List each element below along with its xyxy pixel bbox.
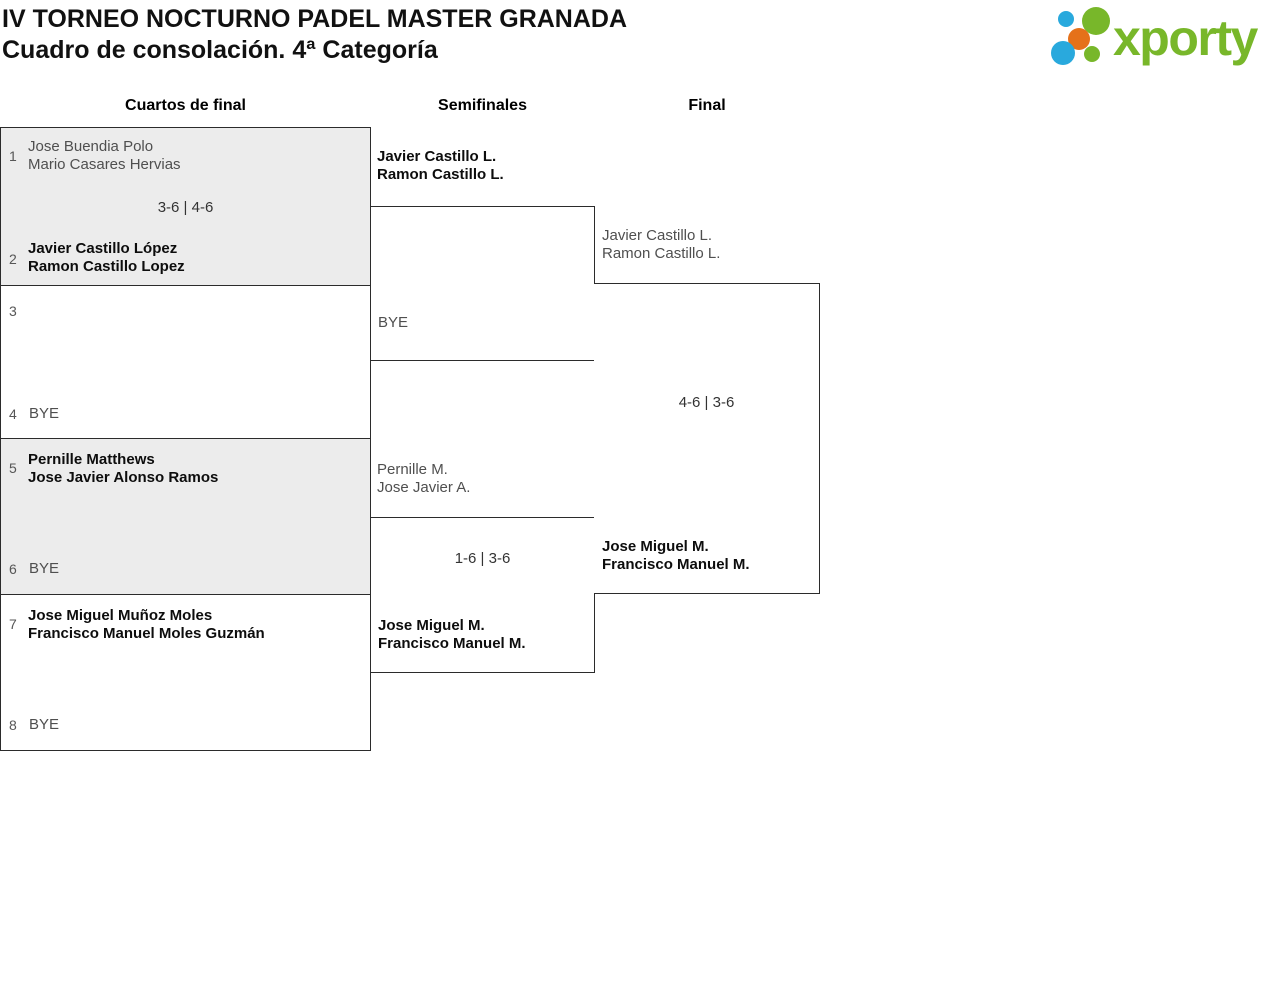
player-name: Javier Castillo López (28, 240, 178, 257)
match-final[interactable]: 4-6 | 3-6 Jose Miguel M. Francisco Manue… (594, 283, 820, 594)
team-pair-winner: Jose Miguel M. Francisco Manuel M. (378, 617, 526, 653)
player-name: Ramon Castillo L. (377, 166, 504, 183)
player-name: Jose Miguel Muñoz Moles (28, 607, 213, 624)
match-score: 4-6 | 3-6 (678, 394, 735, 411)
tournament-name: IV TORNEO NOCTURNO PADEL MASTER GRANADA (2, 5, 628, 33)
match-score: 1-6 | 3-6 (454, 550, 511, 567)
player-name: Ramon Castillo Lopez (28, 258, 185, 275)
player-name: Francisco Manuel M. (378, 635, 526, 652)
semifinal-1-top-team: Javier Castillo L. Ramon Castillo L. (377, 148, 504, 184)
seed-number-6: 6 (9, 561, 17, 577)
player-name: Javier Castillo L. (377, 148, 497, 165)
bye-label: BYE (378, 314, 409, 331)
round-header-semifinals: Semifinales (438, 97, 527, 114)
team-pair-loser: Jose Buendia Polo Mario Casares Hervias (28, 138, 181, 174)
team-pair-winner: Jose Miguel Muñoz Moles Francisco Manuel… (28, 607, 265, 643)
match-quarterfinal-4[interactable]: 7 Jose Miguel Muñoz Moles Francisco Manu… (0, 594, 371, 751)
player-name: Javier Castillo L. (602, 227, 713, 244)
seed-number-1: 1 (9, 148, 17, 164)
player-name: Francisco Manuel M. (602, 556, 750, 573)
match-quarterfinal-1[interactable]: 1 Jose Buendia Polo Mario Casares Hervia… (0, 127, 371, 286)
match-quarterfinal-2[interactable]: 3 4 BYE (0, 285, 371, 439)
xporty-logo-text: xporty (1113, 10, 1258, 66)
player-name: Mario Casares Hervias (28, 156, 181, 173)
seed-number-3: 3 (9, 303, 17, 319)
seed-number-8: 8 (9, 717, 17, 733)
final-top-team: Javier Castillo L. Ramon Castillo L. (602, 227, 720, 263)
round-header-quarterfinals: Cuartos de final (125, 97, 246, 114)
logo-dot-blue-large-icon (1051, 41, 1075, 65)
player-name: Pernille M. (377, 461, 448, 478)
player-name: Francisco Manuel Moles Guzmán (28, 625, 265, 642)
team-pair-winner: Jose Miguel M. Francisco Manuel M. (602, 538, 750, 574)
match-semifinal-2[interactable]: 1-6 | 3-6 Jose Miguel M. Francisco Manue… (370, 517, 595, 673)
page-title: IV TORNEO NOCTURNO PADEL MASTER GRANADA … (2, 4, 627, 66)
player-name: Jose Miguel M. (602, 538, 709, 555)
bye-label: BYE (29, 560, 60, 577)
match-score: 3-6 | 4-6 (157, 199, 214, 216)
logo-dot-orange-icon (1068, 28, 1090, 50)
team-pair-winner: Javier Castillo López Ramon Castillo Lop… (28, 240, 185, 276)
seed-number-7: 7 (9, 616, 17, 632)
player-name: Jose Javier Alonso Ramos (28, 469, 219, 486)
bracket-subtitle: Cuadro de consolación. 4ª Categoría (2, 36, 438, 64)
bye-label: BYE (29, 405, 60, 422)
seed-number-5: 5 (9, 460, 17, 476)
seed-number-2: 2 (9, 251, 17, 267)
player-name: Jose Javier A. (377, 479, 471, 496)
team-pair-winner: Pernille Matthews Jose Javier Alonso Ram… (28, 451, 218, 487)
semifinal-2-top-team: Pernille M. Jose Javier A. (377, 461, 470, 497)
bye-label: BYE (29, 716, 60, 733)
player-name: Ramon Castillo L. (602, 245, 721, 262)
logo-dot-green-small-icon (1084, 46, 1100, 62)
match-semifinal-1[interactable]: BYE (370, 206, 595, 361)
match-quarterfinal-3[interactable]: 5 Pernille Matthews Jose Javier Alonso R… (0, 438, 371, 595)
round-header-final: Final (688, 97, 726, 114)
player-name: Pernille Matthews (28, 451, 155, 468)
player-name: Jose Buendia Polo (28, 138, 154, 155)
player-name: Jose Miguel M. (378, 617, 485, 634)
logo-dot-blue-small-icon (1058, 11, 1074, 27)
seed-number-4: 4 (9, 406, 17, 422)
